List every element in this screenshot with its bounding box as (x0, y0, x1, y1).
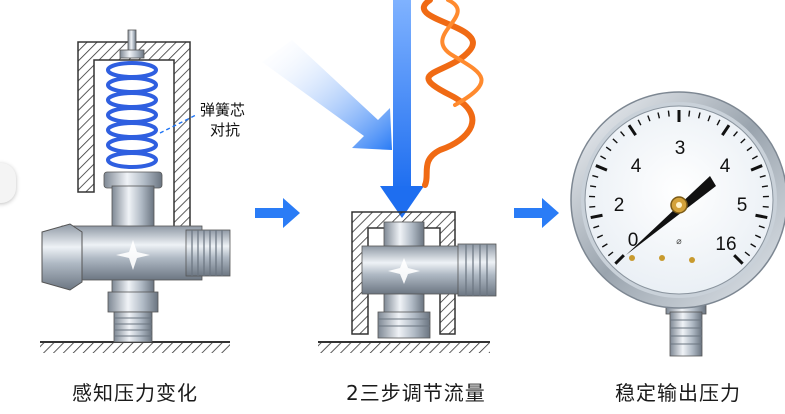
gauge-tick (754, 234, 762, 239)
gauge-tick (733, 131, 738, 137)
gauge-label-4-left: 4 (631, 156, 642, 177)
gauge-tick (637, 119, 642, 126)
gauge-label-4-right: 4 (720, 156, 731, 177)
gauge-tick (751, 155, 758, 160)
spring-icon (106, 61, 158, 169)
svg-text:⌀: ⌀ (676, 237, 682, 247)
gauge-tick (605, 146, 612, 152)
spring-callout-line1: 弹簧芯 (200, 101, 246, 119)
spring-callout-line2: 对抗 (210, 121, 241, 139)
gauge-label-3: 3 (675, 138, 686, 159)
gauge-tick (750, 164, 763, 172)
gauge-tick (612, 138, 618, 144)
pressure-gauge: ⌀ (570, 91, 785, 357)
gauge-tick (590, 213, 603, 220)
gauge-tick (733, 254, 744, 265)
gauge-tick (596, 234, 604, 239)
gauge-tick (697, 112, 701, 119)
gauge-tick (716, 119, 721, 126)
caption-step3: 稳定输出压力 (615, 381, 741, 405)
gauge-tick (667, 110, 670, 117)
gauge-tick (592, 174, 599, 178)
gauge-tick (600, 155, 607, 160)
gauge-tick (746, 146, 753, 152)
gauge-tick (740, 138, 746, 144)
gauge-tick (593, 225, 600, 229)
gauge-tick (750, 243, 757, 248)
gauge-tick (758, 225, 765, 229)
gauge-tick (761, 185, 769, 188)
valve-2 (262, 0, 497, 353)
gauge-tick (647, 115, 651, 122)
caption-step1: 感知压力变化 (72, 381, 198, 405)
flow-wave-icon (420, 0, 484, 188)
valve-1 (40, 29, 231, 353)
gauge-tick (744, 251, 751, 257)
gauge-label-16: 16 (715, 234, 736, 255)
gauge-label-5: 5 (737, 195, 748, 216)
gauge-label-0: 0 (628, 230, 639, 251)
gauge-tick (627, 124, 637, 136)
gauge-tick (589, 185, 597, 188)
gauge-tick (755, 213, 768, 220)
gauge-tick (721, 124, 731, 136)
gauge-tick (759, 174, 766, 178)
caption-step2: 2三步调节流量 (346, 381, 486, 405)
gauge-tick (688, 110, 691, 117)
scroll-handle[interactable] (0, 163, 16, 203)
gauge-tick (657, 112, 661, 119)
step-arrow-1 (255, 198, 300, 228)
gauge-tick (707, 115, 711, 122)
step-arrow-2 (514, 198, 559, 228)
gauge-tick (614, 254, 625, 265)
gauge-tick (595, 164, 608, 172)
gauge-tick (620, 131, 625, 137)
gauge-tick (607, 251, 614, 257)
gauge-label-2: 2 (614, 195, 625, 216)
gauge-tick (601, 243, 608, 248)
